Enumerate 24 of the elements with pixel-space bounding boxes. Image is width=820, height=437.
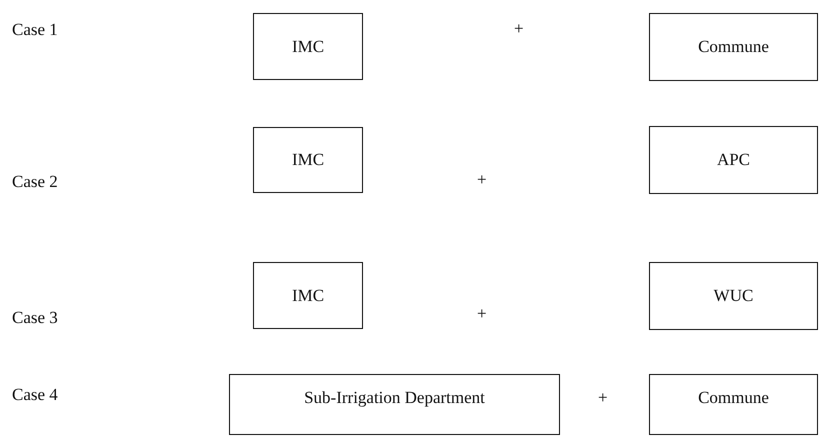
box-label: Sub-Irrigation Department [304,388,485,408]
process-box [253,127,363,193]
process-box [253,262,363,329]
box-label: Commune [698,37,769,57]
case-label: Case 3 [12,308,58,328]
case-label: Case 1 [12,20,58,40]
case-label: Case 2 [12,172,58,192]
plus-sign: + [598,388,608,408]
case-label: Case 4 [12,385,58,405]
process-box [229,374,560,435]
box-label: WUC [714,286,754,306]
process-box [649,126,818,194]
plus-sign: + [514,19,524,39]
box-label: IMC [292,36,324,56]
plus-sign: + [477,170,487,190]
box-label: IMC [292,286,324,306]
process-box [649,262,818,330]
box-label: Commune [698,388,769,408]
process-box [649,13,818,81]
process-box [253,13,363,80]
plus-sign: + [477,304,487,324]
box-label: APC [716,150,750,170]
process-box [649,374,818,435]
box-label: IMC [292,150,324,170]
